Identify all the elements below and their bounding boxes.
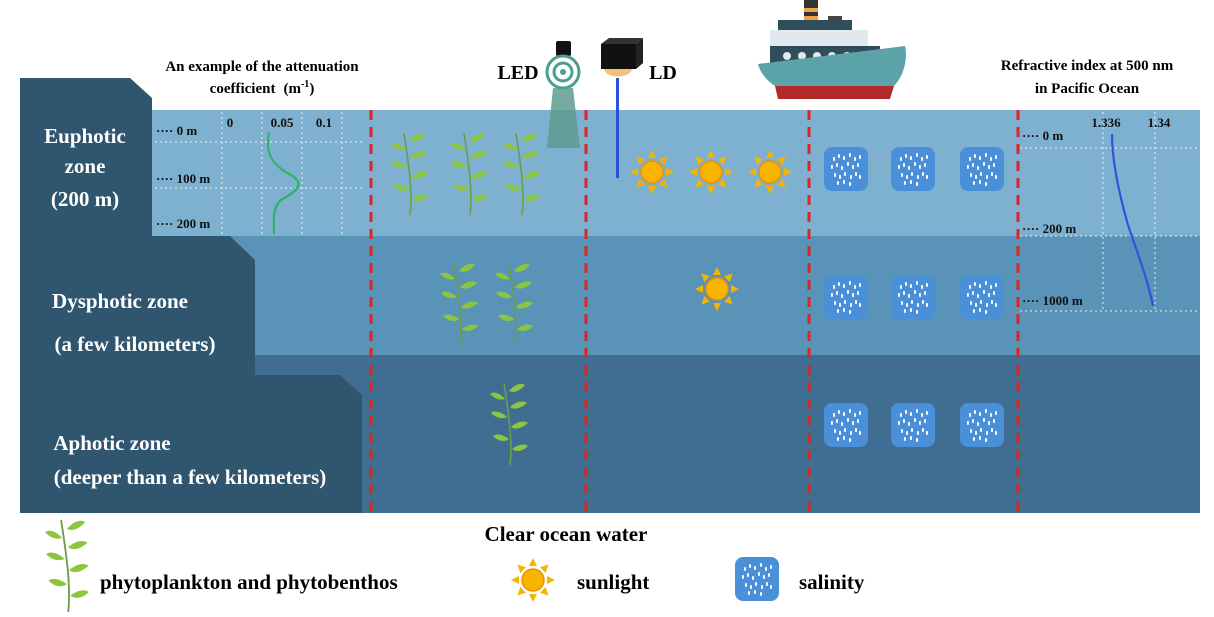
refr-depth-2: ···· 1000 m [1022, 293, 1083, 308]
dysphotic-label-1: Dysphotic zone [52, 289, 188, 313]
legend-sun-icon [510, 557, 556, 603]
aphotic-label-2: (deeper than a few kilometers) [54, 465, 327, 489]
atten-tick-0: 0 [227, 115, 234, 130]
euphotic-label-1: Euphotic [44, 124, 126, 148]
refr-tick-1: 1.34 [1148, 115, 1171, 130]
atten-tick-2: 0.1 [316, 115, 332, 130]
refractive-title-1: Refractive index at 500 nm [1001, 58, 1174, 74]
refractive-title-2: in Pacific Ocean [1035, 81, 1140, 97]
legend-sunlight-label: sunlight [577, 570, 649, 594]
refr-depth-1: ···· 200 m [1022, 221, 1076, 236]
dysphotic-label-2: (a few kilometers) [55, 332, 216, 356]
seafloor-land [20, 78, 362, 513]
euphotic-label-2: zone [65, 154, 106, 178]
caption: Clear ocean water [485, 522, 648, 546]
laser-diode-icon [601, 38, 643, 178]
attenuation-plot: An example of the attenuation coefficien… [155, 59, 362, 236]
atten-depth-0: ···· 0 m [156, 123, 197, 138]
atten-depth-1: ···· 100 m [156, 171, 210, 186]
attenuation-title-1: An example of the attenuation [165, 59, 359, 75]
refractive-curve [1110, 133, 1155, 307]
aphotic-label-1: Aphotic zone [53, 431, 170, 455]
atten-tick-1: 0.05 [271, 115, 294, 130]
legend-salinity-label: salinity [799, 570, 865, 594]
refr-tick-0: 1.336 [1091, 115, 1121, 130]
attenuation-curve [266, 131, 300, 235]
refractive-plot: Refractive index at 500 nm in Pacific Oc… [1001, 58, 1200, 312]
legend-plankton-label: phytoplankton and phytobenthos [100, 570, 398, 594]
euphotic-label-3: (200 m) [51, 187, 119, 211]
legend: phytoplankton and phytobenthos sunlight … [44, 518, 865, 615]
attenuation-title-2: coefficient(m-1) [210, 79, 315, 97]
refr-depth-0: ···· 0 m [1022, 128, 1063, 143]
led-lamp-icon [545, 41, 581, 148]
legend-plankton-icon [44, 518, 90, 615]
ship-icon [758, 0, 906, 99]
atten-depth-2: ···· 200 m [156, 216, 210, 231]
led-label: LED [497, 62, 538, 84]
ld-label: LD [649, 62, 677, 84]
legend-salinity-icon [735, 557, 779, 601]
